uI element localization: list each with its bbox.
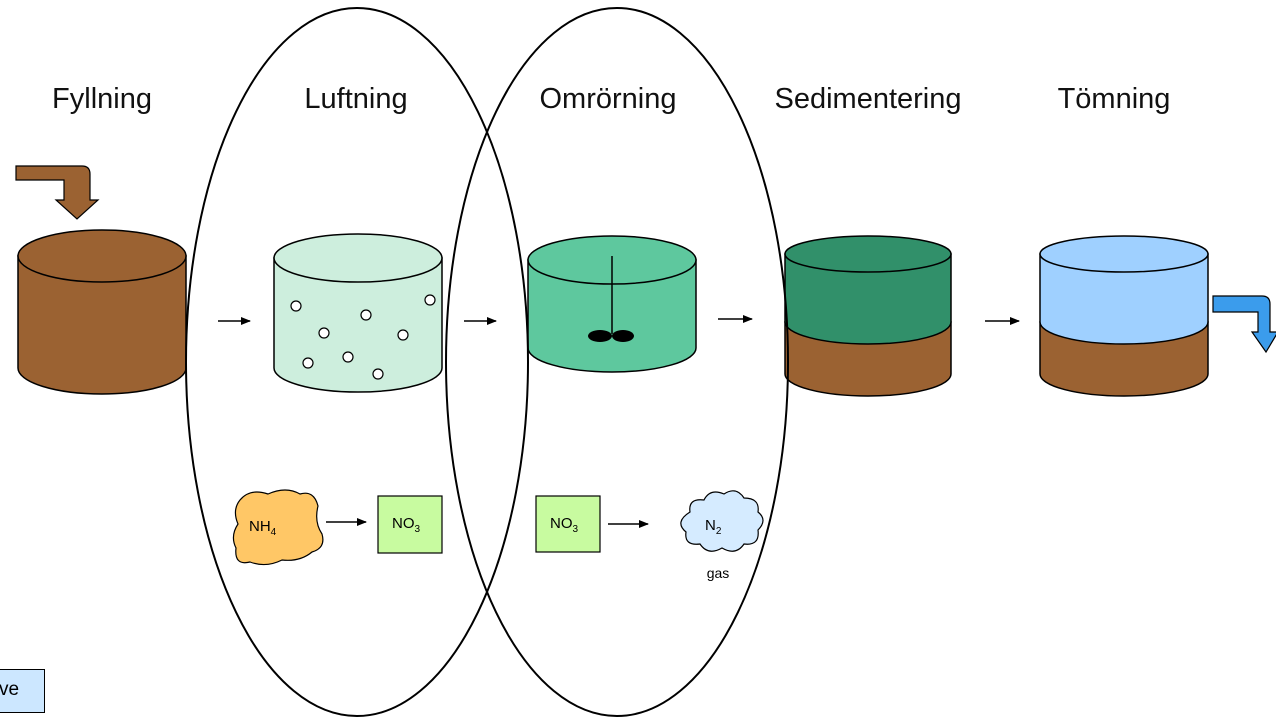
- ammonium-label: NH4: [249, 518, 277, 538]
- step-label-sedimentation: Sedimentering: [775, 83, 962, 115]
- nitrogen-label: N2: [705, 517, 722, 537]
- nitrate-label-aeration: NO3: [392, 515, 421, 535]
- step-label-filling: Fyllning: [52, 83, 152, 115]
- aeration-phase-ellipse: [185, 7, 529, 717]
- air-bubbles-icon: [290, 294, 436, 380]
- step-label-aeration: Luftning: [304, 83, 407, 115]
- mixing-tank: [527, 235, 697, 373]
- sedimentation-tank: [784, 235, 952, 397]
- nitrate-label-mixing: NO3: [550, 515, 579, 535]
- ammonium-blob: NH4: [232, 489, 324, 566]
- step-label-emptying: Tömning: [1058, 83, 1171, 115]
- nitrogen-gas-cloud-icon: N2: [680, 490, 764, 552]
- outflow-arrow-icon: [1212, 295, 1276, 354]
- aeration-tank: [273, 233, 443, 393]
- nitrate-box-aeration: NO3: [377, 495, 443, 554]
- mixer-icon: [588, 256, 634, 342]
- inflow-arrow-icon: [15, 165, 100, 220]
- mixing-phase-ellipse: [445, 7, 789, 717]
- gas-label: gas: [707, 565, 730, 581]
- corner-label-box: ve: [0, 669, 45, 713]
- nitrate-box-mixing: NO3: [535, 495, 601, 553]
- emptying-tank: [1039, 235, 1209, 397]
- step-label-mixing: Omrörning: [540, 83, 677, 115]
- filling-tank: [17, 229, 187, 395]
